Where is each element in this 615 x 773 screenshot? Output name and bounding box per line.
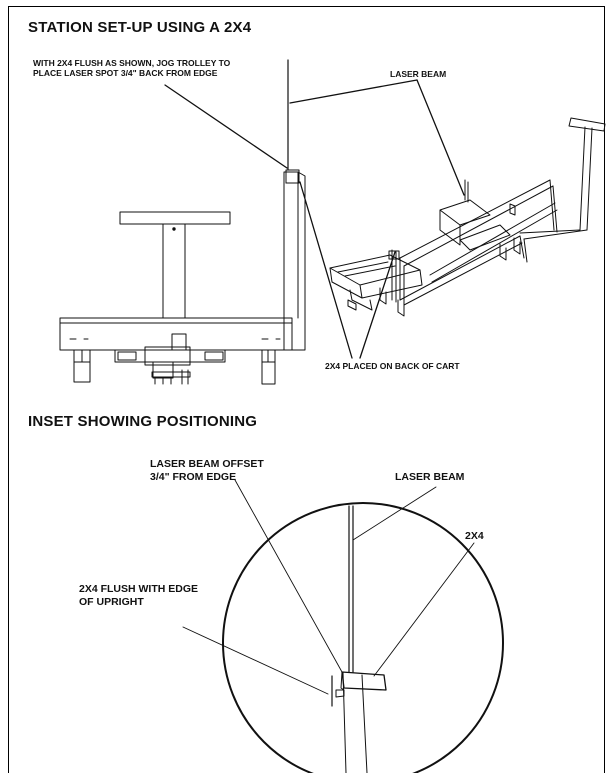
cart-upright <box>283 171 306 351</box>
flush-line-2: OF UPRIGHT <box>79 595 144 608</box>
flush-leader <box>182 626 329 695</box>
iso-frame-rail-front <box>399 179 554 267</box>
laser-beam-inset-leader <box>352 486 437 541</box>
leader-lines-top <box>164 79 465 359</box>
instruction-callout: WITH 2X4 FLUSH AS SHOWN, JOG TROLLEY TO … <box>33 58 230 78</box>
laser-beam-label-top: LASER BEAM <box>390 69 447 79</box>
cart-post <box>162 223 186 319</box>
inset-circle <box>222 502 504 773</box>
offset-callout: LASER BEAM OFFSET 3/4" FROM EDGE <box>150 458 264 483</box>
cart-handle-bar <box>119 211 231 225</box>
main-heading: STATION SET-UP USING A 2X4 <box>28 19 252 36</box>
iso-handle-shaft <box>579 126 593 231</box>
cart-isometric-view <box>329 117 606 317</box>
laser-beam-label-inset: LASER BEAM <box>395 471 465 483</box>
cart-wheels <box>73 349 276 385</box>
two-by-four-leader <box>373 542 475 677</box>
inset-two-by-four <box>341 671 387 691</box>
cart-side-view <box>59 169 306 385</box>
instruction-line-2: PLACE LASER SPOT 3/4" BACK FROM EDGE <box>33 68 218 79</box>
inset-upright <box>342 671 368 773</box>
instruction-line-1: WITH 2X4 FLUSH AS SHOWN, JOG TROLLEY TO <box>33 58 231 68</box>
iso-upright <box>391 249 397 303</box>
iso-handle-bar <box>568 117 606 132</box>
inset-detail <box>182 479 504 773</box>
offset-line-2: 3/4" FROM EDGE <box>150 470 237 483</box>
two-by-four-label: 2X4 <box>465 530 484 542</box>
placed-on-cart-label: 2X4 PLACED ON BACK OF CART <box>325 361 460 371</box>
inset-laser-beam <box>348 505 354 673</box>
flush-line-1: 2X4 FLUSH WITH EDGE <box>79 583 199 595</box>
inset-heading: INSET SHOWING POSITIONING <box>28 413 258 430</box>
offset-line-1: LASER BEAM OFFSET <box>150 458 264 470</box>
page-frame <box>8 6 605 773</box>
offset-leader <box>234 479 343 673</box>
flush-callout: 2X4 FLUSH WITH EDGE OF UPRIGHT <box>79 583 198 608</box>
